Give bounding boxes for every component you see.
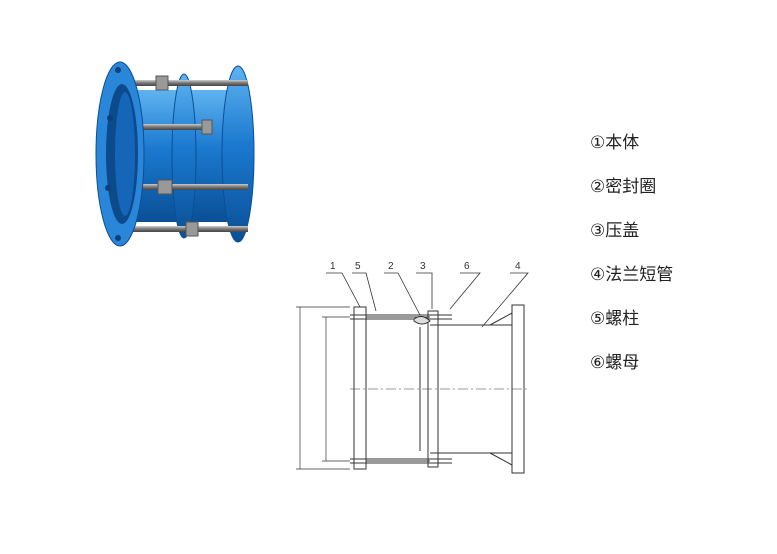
legend-item: ⑤螺柱 bbox=[590, 304, 673, 348]
nut bbox=[201, 119, 213, 135]
legend-label: 本体 bbox=[605, 133, 640, 153]
bolt-hole bbox=[105, 185, 111, 191]
stud-bottom bbox=[350, 458, 452, 464]
flange-spigot bbox=[419, 324, 512, 454]
callout-1: 1 bbox=[330, 261, 336, 272]
callout-5: 5 bbox=[355, 261, 361, 272]
stud-top bbox=[350, 314, 452, 320]
bolt-hole bbox=[115, 235, 121, 241]
legend-item: ③压盖 bbox=[590, 216, 673, 260]
nut bbox=[185, 221, 199, 237]
legend-marker: ③ bbox=[590, 221, 606, 241]
legend-label: 密封圈 bbox=[605, 177, 657, 197]
legend-label: 压盖 bbox=[605, 221, 640, 241]
legend-item: ⑥螺母 bbox=[590, 348, 673, 392]
legend-item: ④法兰短管 bbox=[590, 260, 673, 304]
callout-6: 6 bbox=[464, 261, 470, 272]
legend-label: 螺柱 bbox=[605, 309, 640, 329]
legend-label: 螺母 bbox=[605, 353, 640, 373]
callout-2: 2 bbox=[388, 261, 394, 272]
legend-marker: ④ bbox=[590, 265, 606, 285]
dismantling-joint-illustration bbox=[95, 61, 255, 247]
leader-lines bbox=[326, 272, 529, 328]
stud-bolt bbox=[138, 124, 208, 130]
legend-item: ①本体 bbox=[590, 128, 673, 172]
nut bbox=[155, 75, 169, 91]
bolt-hole bbox=[115, 67, 121, 73]
seal-ring bbox=[413, 315, 431, 325]
right-flange bbox=[221, 65, 255, 243]
legend-marker: ② bbox=[590, 177, 606, 197]
parts-legend: ①本体 ②密封圈 ③压盖 ④法兰短管 ⑤螺柱 ⑥螺母 bbox=[590, 128, 673, 392]
legend-label: 法兰短管 bbox=[605, 265, 674, 285]
legend-item: ②密封圈 bbox=[590, 172, 673, 216]
flange-bore-inner bbox=[115, 92, 135, 216]
bolt-hole bbox=[107, 115, 113, 121]
legend-marker: ⑤ bbox=[590, 309, 606, 329]
legend-marker: ⑥ bbox=[590, 353, 606, 373]
dimension-lines bbox=[296, 306, 350, 470]
section-drawing: 1 5 2 3 6 4 bbox=[296, 261, 530, 474]
stud-bolt bbox=[138, 184, 248, 190]
callout-3: 3 bbox=[420, 261, 426, 272]
legend-marker: ① bbox=[590, 133, 606, 153]
stud-bolt bbox=[128, 80, 248, 86]
body-flange bbox=[353, 306, 367, 470]
callout-4: 4 bbox=[515, 261, 521, 272]
spigot-taper bbox=[489, 312, 513, 466]
nut bbox=[157, 179, 173, 195]
gland-flange bbox=[171, 73, 197, 239]
